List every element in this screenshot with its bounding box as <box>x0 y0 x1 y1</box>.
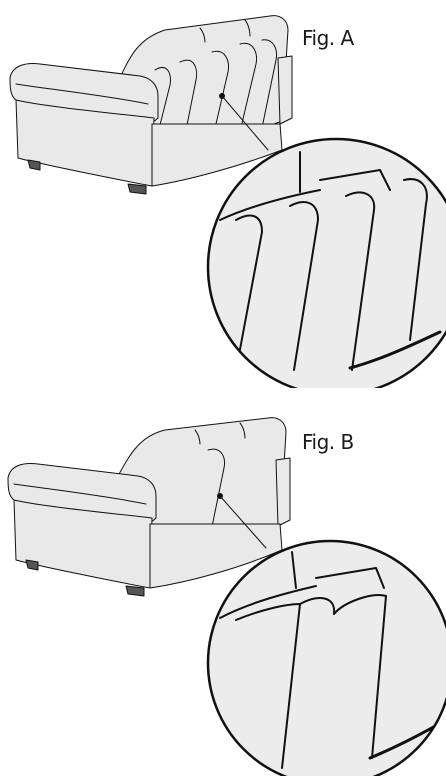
figure-b: Fig. B <box>0 388 446 776</box>
pointer-line-a <box>221 95 269 151</box>
zoom-detail-a <box>206 137 446 388</box>
figure-a-drawing <box>9 15 446 388</box>
zoom-detail-b <box>206 539 446 776</box>
figure-b-label: Fig. B <box>302 430 354 454</box>
figure-b-drawing <box>7 417 446 776</box>
pointer-line-b <box>219 495 267 549</box>
figure-a: Fig. A <box>9 15 446 388</box>
sofa-illustration-a <box>9 15 293 195</box>
figure-a-label: Fig. A <box>302 26 354 50</box>
sofa-illustration-b <box>7 417 291 597</box>
